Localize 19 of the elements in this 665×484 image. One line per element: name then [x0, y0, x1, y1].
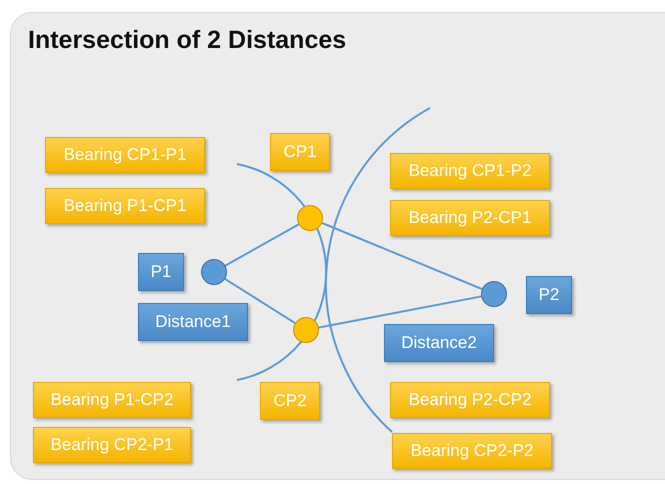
- label-tag: CP1: [270, 133, 330, 171]
- connector-line: [318, 295, 482, 329]
- label-tag: Bearing CP1-P2: [390, 153, 550, 189]
- label-tag: Bearing P1-CP2: [33, 382, 191, 418]
- label-tag: P2: [526, 276, 572, 314]
- label-tag: Bearing P1-CP1: [45, 188, 205, 224]
- label-tag: Bearing CP2-P1: [33, 427, 191, 463]
- connector-line: [322, 222, 482, 290]
- label-tag: Bearing P2-CP2: [390, 382, 550, 418]
- label-tag: Bearing CP1-P1: [45, 137, 205, 173]
- label-tag: Bearing P2-CP1: [390, 200, 550, 236]
- label-tag: P1: [138, 253, 184, 291]
- label-tag: Bearing CP2-P2: [392, 433, 552, 469]
- label-tag: Distance2: [384, 324, 494, 362]
- connector-line: [224, 224, 300, 266]
- title: Intersection of 2 Distances: [28, 26, 346, 55]
- label-tag: Distance1: [138, 303, 248, 341]
- label-tag: CP2: [260, 382, 320, 420]
- connector-line: [224, 278, 296, 324]
